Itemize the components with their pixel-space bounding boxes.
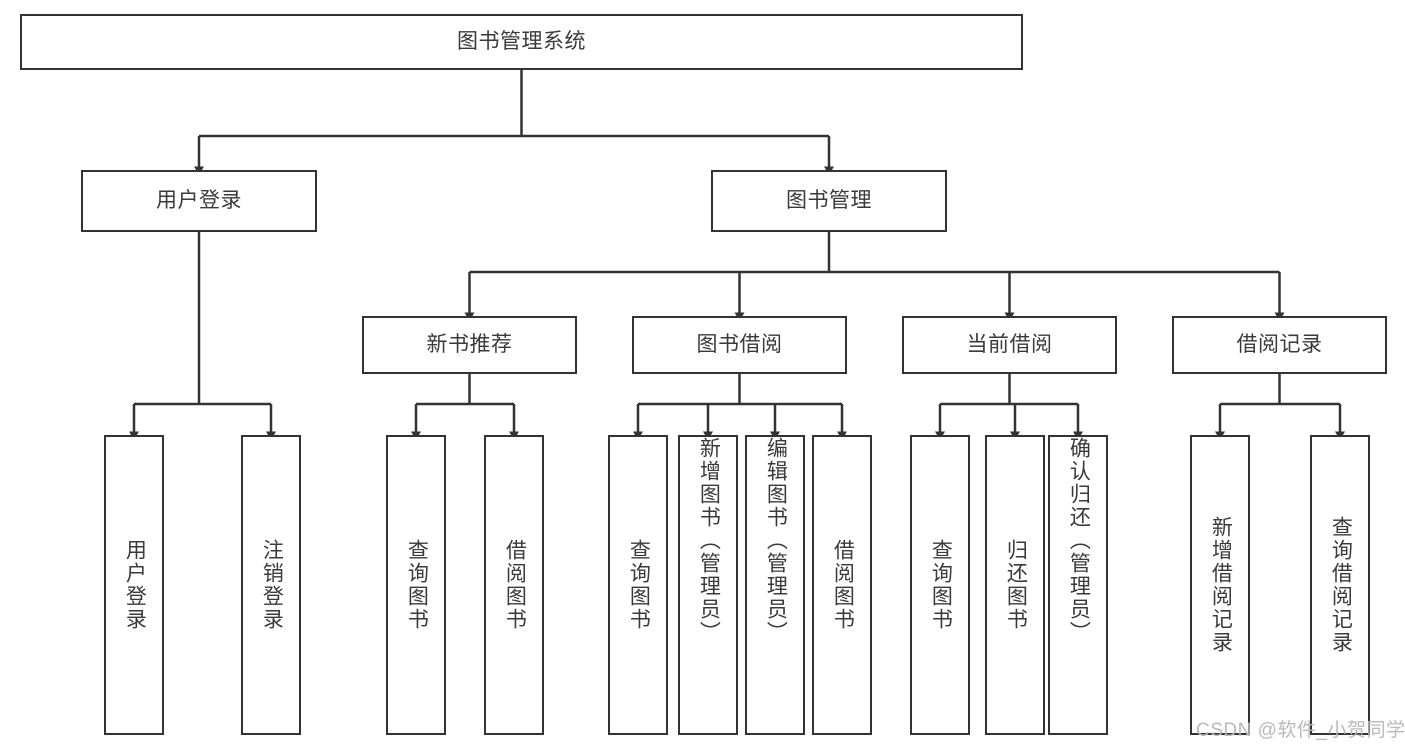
node-label: 借阅图书 <box>503 539 527 631</box>
node-l3-record[interactable]: 借阅记录 <box>1172 316 1387 374</box>
node-label: 查询图书 <box>627 539 651 631</box>
node-label: 借阅记录 <box>1236 332 1323 356</box>
node-root[interactable]: 图书管理系统 <box>20 14 1023 70</box>
node-leaf-user-logout[interactable]: 注销登录 <box>241 435 301 735</box>
node-label: 用户登录 <box>156 188 242 212</box>
node-label: 图书借阅 <box>696 332 783 356</box>
node-label: 新增图书（管理员） <box>697 437 721 644</box>
edge-path-group <box>129 70 1345 440</box>
node-leaf-user-login[interactable]: 用户登录 <box>104 435 164 735</box>
node-l2-user[interactable]: 用户登录 <box>81 170 317 232</box>
node-leaf-c-confirm[interactable]: 确认归还（管理员） <box>1048 435 1108 735</box>
node-leaf-new-borrow[interactable]: 借阅图书 <box>484 435 544 735</box>
node-label: 用户登录 <box>123 539 147 631</box>
node-label: 注销登录 <box>260 539 284 631</box>
node-label: 新书推荐 <box>426 332 513 356</box>
node-leaf-new-query[interactable]: 查询图书 <box>386 435 446 735</box>
node-label: 新增借阅记录 <box>1209 516 1233 654</box>
node-leaf-b-borrow[interactable]: 借阅图书 <box>812 435 872 735</box>
node-label: 编辑图书（管理员） <box>764 437 788 644</box>
node-l3-current[interactable]: 当前借阅 <box>902 316 1117 374</box>
node-leaf-c-query[interactable]: 查询图书 <box>910 435 970 735</box>
node-l2-book[interactable]: 图书管理 <box>711 170 947 232</box>
node-label: 查询图书 <box>929 539 953 631</box>
node-l3-borrow[interactable]: 图书借阅 <box>632 316 847 374</box>
node-leaf-c-return[interactable]: 归还图书 <box>985 435 1045 735</box>
node-label: 图书管理 <box>786 188 872 212</box>
node-label: 借阅图书 <box>831 539 855 631</box>
node-label: 确认归还（管理员） <box>1067 437 1091 644</box>
node-leaf-r-query[interactable]: 查询借阅记录 <box>1310 435 1370 735</box>
node-label: 归还图书 <box>1004 539 1028 631</box>
node-label: 查询借阅记录 <box>1329 516 1353 654</box>
node-leaf-b-query[interactable]: 查询图书 <box>608 435 668 735</box>
node-leaf-b-add[interactable]: 新增图书（管理员） <box>678 435 738 735</box>
node-label: 当前借阅 <box>966 332 1053 356</box>
node-l3-newbook[interactable]: 新书推荐 <box>362 316 577 374</box>
node-leaf-b-edit[interactable]: 编辑图书（管理员） <box>745 435 805 735</box>
node-leaf-r-add[interactable]: 新增借阅记录 <box>1190 435 1250 735</box>
node-label: 查询图书 <box>405 539 429 631</box>
node-label: 图书管理系统 <box>457 29 586 53</box>
